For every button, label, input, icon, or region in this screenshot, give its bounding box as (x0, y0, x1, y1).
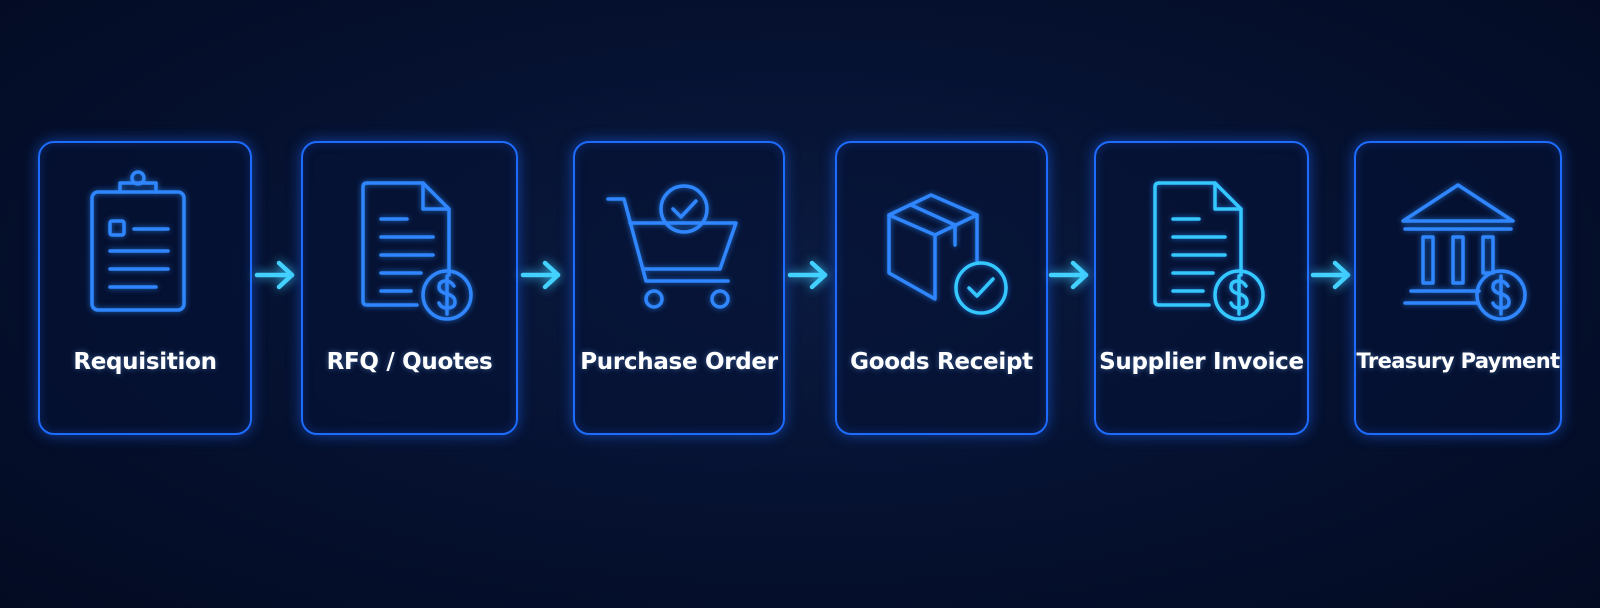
step-label-rfq-quotes: RFQ / Quotes (326, 349, 493, 375)
right-arrow-icon (520, 258, 564, 292)
box-check-icon (867, 175, 1017, 325)
step-card-supplier-invoice: Supplier Invoice (1094, 141, 1309, 435)
clipboard-icon (70, 170, 220, 325)
right-arrow-icon (254, 258, 298, 292)
document-dollar-icon (335, 175, 485, 325)
cart-check-icon (604, 175, 754, 325)
step-label-purchase-order: Purchase Order (580, 349, 778, 375)
right-arrow-icon (1048, 258, 1092, 292)
step-label-treasury-payment: Treasury Payment (1356, 349, 1560, 373)
step-label-supplier-invoice: Supplier Invoice (1099, 349, 1304, 375)
bank-dollar-icon (1383, 175, 1533, 325)
right-arrow-icon (787, 258, 831, 292)
step-label-goods-receipt: Goods Receipt (850, 349, 1033, 375)
right-arrow-icon (1310, 258, 1354, 292)
step-label-requisition: Requisition (73, 349, 217, 375)
step-card-treasury-payment: Treasury Payment (1354, 141, 1562, 435)
step-card-rfq-quotes: RFQ / Quotes (301, 141, 518, 435)
step-card-goods-receipt: Goods Receipt (835, 141, 1048, 435)
step-card-purchase-order: Purchase Order (573, 141, 785, 435)
invoice-dollar-icon (1127, 175, 1277, 325)
step-card-requisition: Requisition (38, 141, 252, 435)
